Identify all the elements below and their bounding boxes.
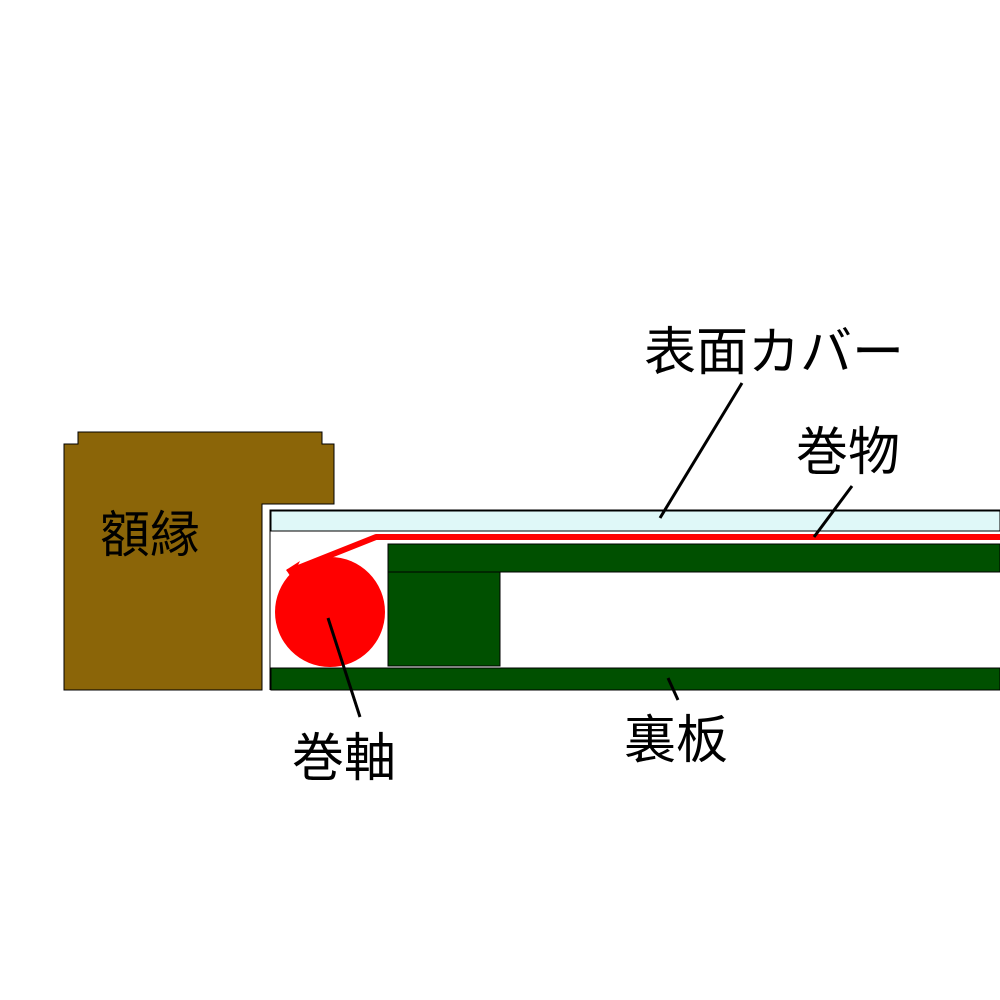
spacer-block (387, 571, 501, 667)
scroll-leader (812, 485, 854, 538)
surface-cover-leader (658, 382, 744, 519)
surface-cover-label: 表面カバー (644, 323, 904, 383)
frame-label: 額縁 (100, 506, 200, 564)
back-board (270, 667, 1000, 691)
upper-board (387, 543, 1000, 573)
scroll-wrap (286, 561, 300, 578)
back-board-label: 裏板 (624, 711, 728, 771)
roller-circle (275, 557, 385, 667)
inner-case-outline (269, 509, 1000, 690)
frame-shape (63, 431, 335, 691)
surface-cover-plate (270, 510, 1000, 532)
back-board-leader (666, 677, 680, 701)
scroll-label: 巻物 (796, 423, 900, 483)
roller-label: 巻軸 (292, 729, 396, 789)
roller-leader (326, 617, 362, 718)
